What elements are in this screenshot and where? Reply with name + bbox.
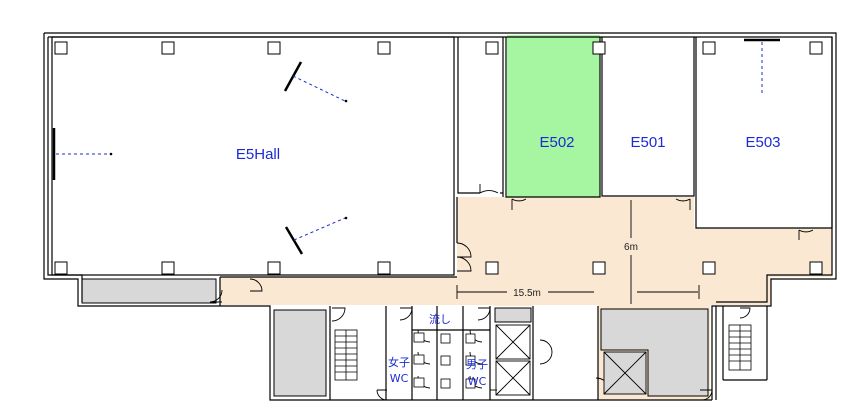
shaft-top <box>494 307 532 323</box>
wc-cubicles <box>413 332 476 389</box>
interior-walls <box>51 36 833 400</box>
room-label-e502: E502 <box>539 134 574 151</box>
width-dimension-label: 6m <box>624 242 638 253</box>
elevator-2 <box>495 360 531 396</box>
stairs-right <box>728 324 752 371</box>
sink-label: 流し <box>429 312 451 326</box>
room-e502-fill[interactable] <box>507 35 600 197</box>
length-dimension-label: 15.5m <box>513 288 541 299</box>
women-wc-label-2: WC <box>390 372 409 385</box>
projectors <box>52 38 780 255</box>
storage-left <box>81 278 217 304</box>
screen-3 <box>284 226 304 255</box>
stair-core-left <box>273 309 327 397</box>
stairs-left <box>334 329 358 381</box>
elevator-1 <box>495 324 531 360</box>
men-wc-label-2: WC <box>468 375 487 388</box>
dimension-lines <box>456 200 700 304</box>
room-label-e503: E503 <box>745 134 780 151</box>
elevators <box>495 324 647 396</box>
room-label-e5hall: E5Hall <box>236 146 280 163</box>
columns <box>54 41 823 275</box>
room-label-e501: E501 <box>630 134 665 151</box>
outer-walls <box>43 32 837 401</box>
women-wc-label-1: 女子 <box>388 355 410 369</box>
grey-areas <box>81 278 709 397</box>
men-wc-label-1: 男子 <box>466 358 488 371</box>
elevator-core-right <box>600 308 709 397</box>
